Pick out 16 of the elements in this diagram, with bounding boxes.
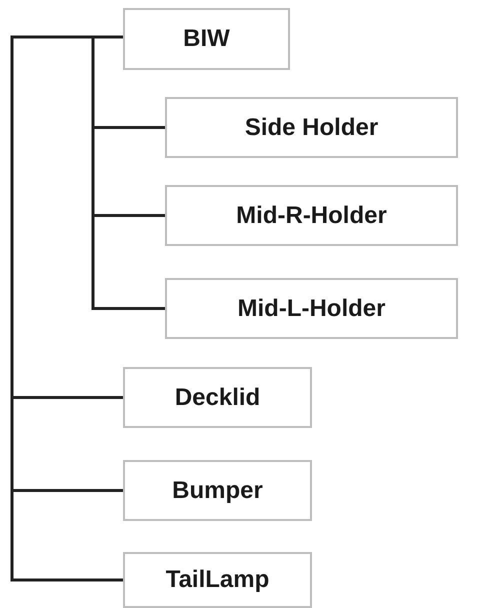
part-box (123, 367, 312, 428)
part-name: Decklid (174, 384, 260, 412)
part-box (123, 552, 312, 608)
part-name: BIW (183, 25, 230, 53)
part-name: TailLamp (166, 566, 270, 594)
connector-line (92, 36, 165, 310)
part-name: Mid-L-Holder (238, 294, 386, 322)
part-box (165, 278, 458, 339)
part-box (165, 185, 458, 246)
part-name: Bumper (172, 476, 263, 504)
part-name: Side Holder (244, 114, 378, 142)
part-box (123, 460, 312, 521)
connector-line (10, 36, 123, 582)
part-box (165, 97, 458, 158)
part-name: Mid-R-Holder (236, 202, 387, 230)
part-box (123, 8, 290, 70)
